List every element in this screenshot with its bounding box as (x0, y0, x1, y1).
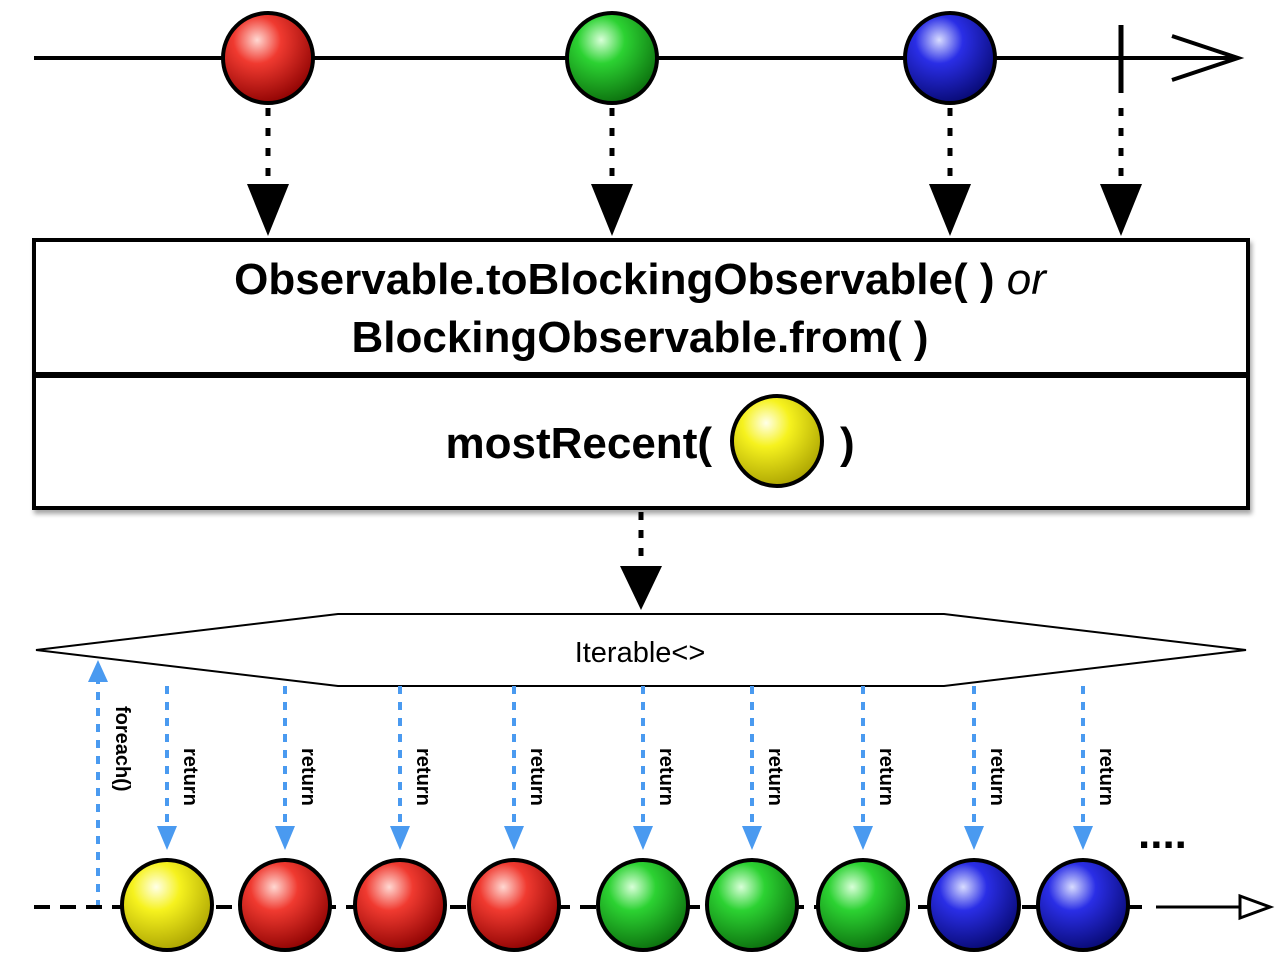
output-marble-green (816, 858, 910, 952)
initial-value-marble (730, 394, 824, 488)
return-label: return (655, 748, 677, 806)
return-label: return (179, 748, 201, 806)
output-marble-green (705, 858, 799, 952)
most-recent-open: mostRecent( (446, 419, 713, 468)
output-items (120, 858, 1130, 952)
output-marble-yellow (120, 858, 214, 952)
return-arrow (157, 686, 177, 850)
output-timeline (34, 893, 1275, 921)
return-label: return (764, 748, 786, 806)
return-label: return (875, 748, 897, 806)
return-arrow (504, 686, 524, 850)
return-label: return (986, 748, 1008, 806)
continuation-ellipsis: .... (1138, 809, 1187, 858)
source-marble-green (565, 11, 659, 105)
source-items (221, 11, 997, 105)
most-recent-close: ) (840, 419, 855, 468)
return-label: return (412, 748, 434, 806)
operator-to-iterable-arrow (620, 512, 662, 610)
source-marble-red (221, 11, 315, 105)
source-arrow (591, 108, 633, 236)
source-arrow (929, 108, 971, 236)
output-marble-blue (927, 858, 1021, 952)
return-arrow (633, 686, 653, 850)
output-marble-red (353, 858, 447, 952)
return-arrow (853, 686, 873, 850)
operator-box-bottom (32, 374, 1250, 510)
output-marble-blue (1036, 858, 1130, 952)
operator-box (32, 238, 1250, 510)
output-timeline-arrowhead (1238, 893, 1275, 921)
source-timeline-arrowhead (1171, 34, 1245, 82)
output-marble-red (467, 858, 561, 952)
source-to-operator-arrows (247, 108, 1142, 236)
foreach-arrow (88, 660, 108, 908)
iterable-shape (35, 613, 1247, 687)
output-marble-green (596, 858, 690, 952)
return-arrow (1073, 686, 1093, 850)
return-arrows: return return return return return return retu… (157, 686, 1117, 850)
return-label: return (1095, 748, 1117, 806)
source-arrow (247, 108, 289, 236)
return-label: return (526, 748, 548, 806)
foreach-label: foreach() (111, 706, 133, 792)
operator-title-line2: BlockingObservable.from( ) (351, 313, 928, 362)
operator-title-line1: Observable.toBlockingObservable( ) or (234, 255, 1048, 304)
return-arrow (390, 686, 410, 850)
source-arrow (1100, 108, 1142, 236)
return-arrow (742, 686, 762, 850)
return-arrow (275, 686, 295, 850)
source-marble-blue (903, 11, 997, 105)
return-arrow (964, 686, 984, 850)
iterable-label: Iterable<> (575, 637, 706, 669)
output-marble-red (238, 858, 332, 952)
return-label: return (297, 748, 319, 806)
